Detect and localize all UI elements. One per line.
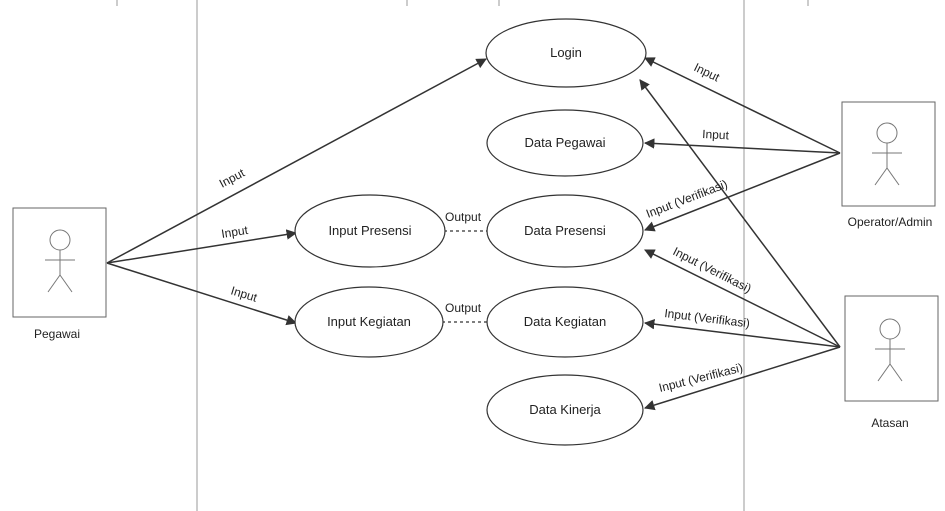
usecase-label-data-presensi: Data Presensi	[524, 223, 606, 238]
edge-pegawai-input-presensi	[106, 229, 298, 264]
usecase-input-presensi[interactable]: Input Presensi	[294, 194, 446, 268]
usecase-label-login: Login	[550, 45, 582, 60]
usecase-label-data-kegiatan: Data Kegiatan	[524, 314, 606, 329]
actor-label-atasan: Atasan	[871, 416, 908, 430]
edge-pegawai-login	[106, 58, 487, 264]
edge-pegawai-input-kegiatan	[106, 262, 298, 326]
actor-box-operator	[841, 101, 936, 207]
usecase-label-input-kegiatan: Input Kegiatan	[327, 314, 411, 329]
actor-pegawai[interactable]: Pegawai	[12, 207, 107, 341]
actor-operator-admin[interactable]: Operator/Admin	[841, 101, 936, 229]
associations	[106, 57, 841, 411]
label-atasan-data-presensi: Input (Verifikasi)	[671, 244, 754, 296]
edge-operator-data-presensi	[644, 152, 841, 232]
label-pegawai-login: Input	[217, 165, 248, 190]
edge-atasan-data-kinerja	[643, 346, 841, 411]
label-pegawai-kegiatan: Input	[229, 283, 259, 304]
label-pegawai-presensi: Input	[220, 223, 249, 241]
label-output-kegiatan: Output	[445, 301, 482, 315]
edge-operator-data-pegawai	[643, 138, 841, 154]
usecase-login[interactable]: Login	[485, 18, 647, 88]
usecase-input-kegiatan[interactable]: Input Kegiatan	[294, 286, 444, 358]
edge-atasan-data-kegiatan	[643, 318, 841, 348]
label-operator-login: Input	[692, 60, 723, 85]
edge-atasan-login	[639, 79, 841, 348]
label-atasan-data-kinerja: Input (Verifikasi)	[657, 361, 744, 395]
usecase-data-presensi[interactable]: Data Presensi	[486, 194, 644, 268]
usecase-label-input-presensi: Input Presensi	[328, 223, 411, 238]
label-output-presensi: Output	[445, 210, 482, 224]
stick-figure-icon	[45, 229, 75, 293]
edge-atasan-data-presensi	[644, 249, 841, 348]
stick-figure-icon	[875, 318, 905, 382]
usecase-label-data-pegawai: Data Pegawai	[525, 135, 606, 150]
usecase-label-data-kinerja: Data Kinerja	[529, 402, 601, 417]
actor-label-operator: Operator/Admin	[848, 215, 933, 229]
usecase-data-kinerja[interactable]: Data Kinerja	[486, 374, 644, 446]
usecase-data-kegiatan[interactable]: Data Kegiatan	[486, 286, 644, 358]
stick-figure-icon	[872, 122, 902, 186]
label-operator-data-pegawai: Input	[702, 127, 730, 142]
edge-operator-login	[644, 57, 841, 154]
lane-lines	[116, 0, 809, 511]
actor-atasan[interactable]: Atasan	[844, 295, 939, 430]
usecase-data-pegawai[interactable]: Data Pegawai	[486, 109, 644, 177]
actor-label-pegawai: Pegawai	[34, 327, 80, 341]
